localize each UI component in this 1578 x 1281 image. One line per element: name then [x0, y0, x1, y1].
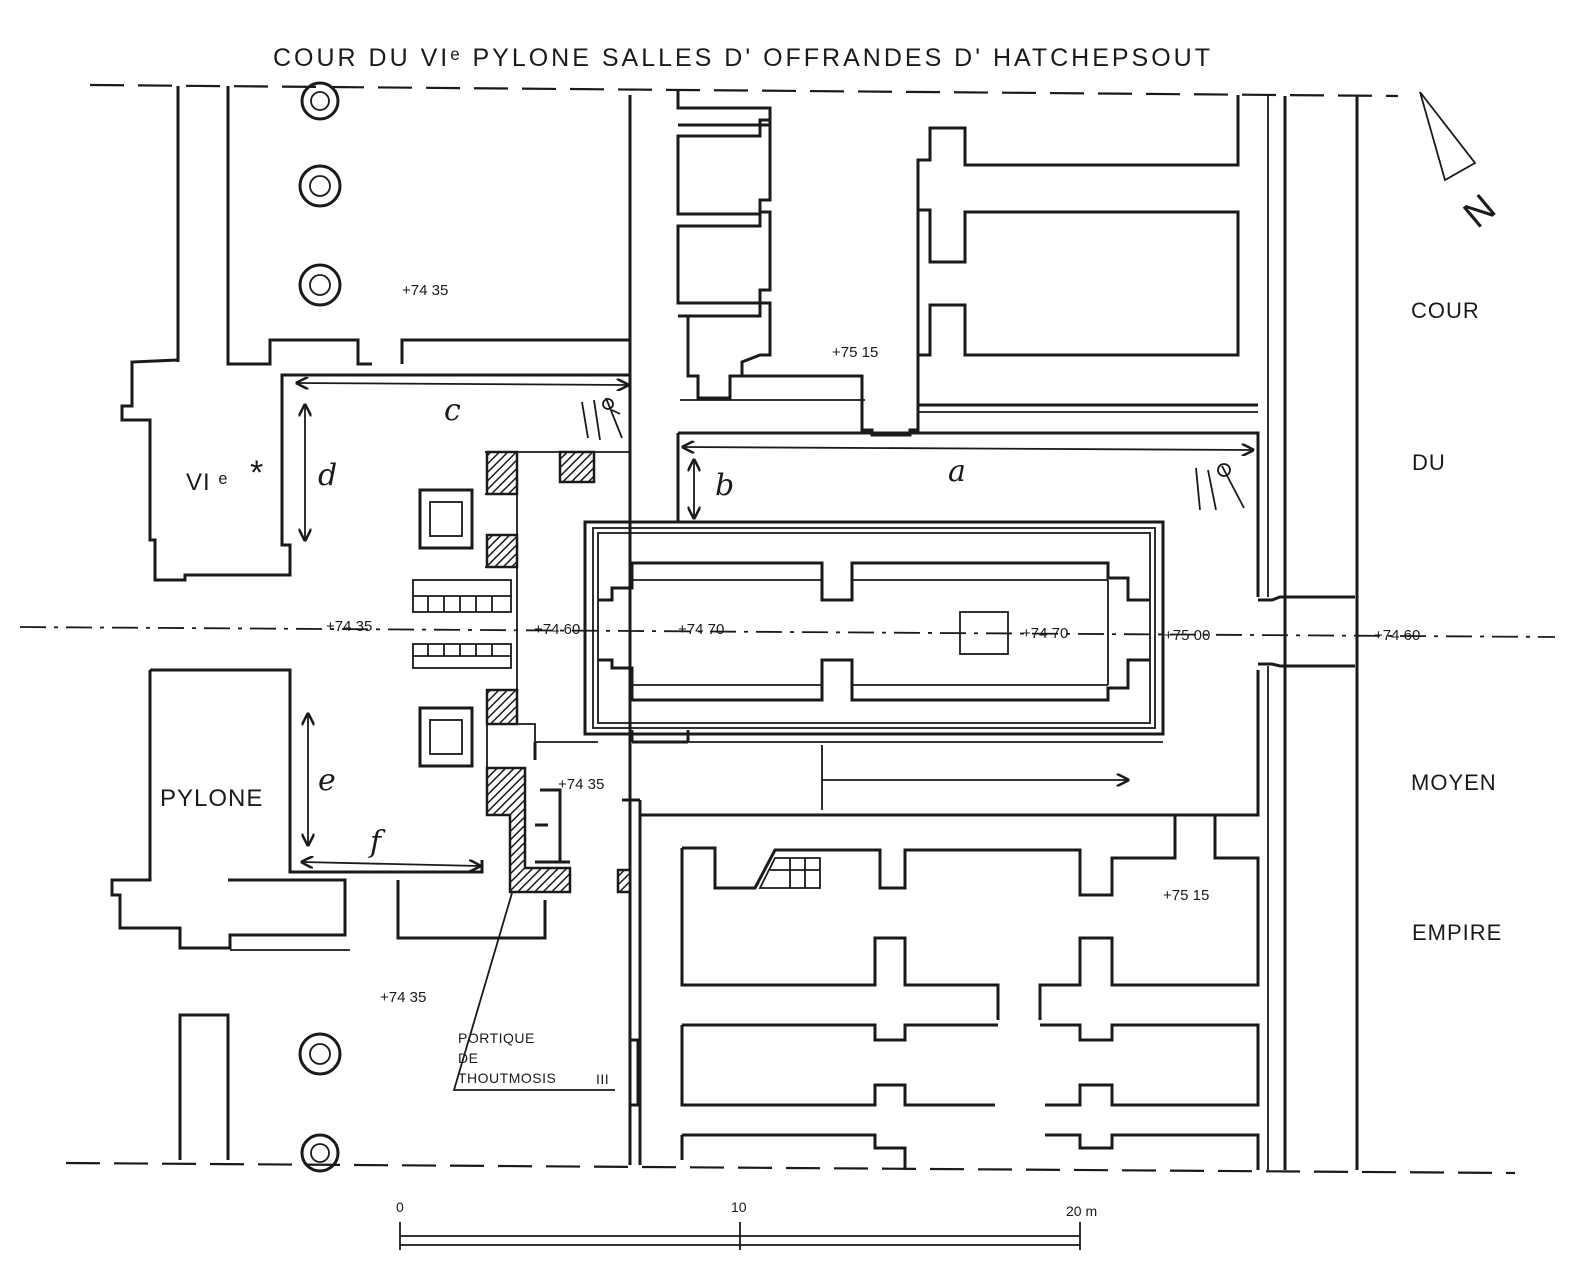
- right-label-moyen: MOYEN: [1411, 770, 1497, 795]
- dim-letter-d: d: [318, 458, 337, 493]
- column-bottom-1: [298, 1032, 342, 1076]
- portique-callout: PORTIQUE DE THOUTMOSIS: [452, 892, 615, 1091]
- dim-letter-b: b: [715, 468, 734, 503]
- label-vi: VI ᵉ: [186, 469, 228, 496]
- pylon-south-block: [110, 670, 347, 950]
- scale-tick-20: 20 m: [1066, 1203, 1097, 1219]
- south-offering-rooms: +75 15 +74 35: [380, 815, 1260, 1170]
- column-top-1: [300, 81, 340, 121]
- dim-arrow-c: [297, 383, 628, 385]
- dim-letter-a: a: [948, 454, 966, 489]
- elev-rooms-top: +75 15: [832, 344, 878, 361]
- temple-axis-line: [19, 626, 1556, 638]
- label-star: *: [250, 454, 263, 492]
- vestibule: [412, 450, 630, 894]
- pylon-north-block: [120, 358, 632, 582]
- elev-axis-sanct2: +74 70: [1022, 625, 1068, 642]
- hatched-pillar-4: [485, 688, 519, 726]
- north-arrow-icon: N: [1419, 91, 1504, 237]
- hieroglyph-icon: [581, 397, 1245, 511]
- sixth-pylon-court: VI ᵉ * PYLONE: [110, 81, 632, 1173]
- elev-axis-left: +74 35: [326, 618, 372, 635]
- scale-bar: 0 10 20 m: [396, 1199, 1097, 1250]
- elev-axis-right: +74 60: [1374, 627, 1420, 644]
- hatched-door-jamb: [616, 868, 632, 894]
- elev-rooms-bottom: +75 15: [1163, 887, 1209, 904]
- right-label-empire: EMPIRE: [1412, 920, 1502, 945]
- east-walls: III COUR DU MOYEN EMPIRE: [596, 95, 1502, 1170]
- pedestal-south: [418, 706, 474, 768]
- column-top-3: [298, 263, 342, 307]
- hatched-pillar-2: [558, 450, 596, 484]
- elev-axis-door: +75 00: [1164, 627, 1210, 644]
- plan-title: COUR DU VIᵉ PYLONE SALLES D' OFFRANDES D…: [273, 44, 1213, 72]
- sanctuary-block: +74 35 +74 60 +74 70 +74 70 +75 00 +74 6…: [326, 397, 1420, 817]
- dim-arrow-a: [683, 447, 1253, 450]
- portique-label-1: PORTIQUE: [458, 1030, 535, 1046]
- dim-letter-e: e: [318, 763, 336, 798]
- label-pylone: PYLONE: [160, 785, 263, 812]
- right-label-cour: COUR: [1411, 298, 1480, 323]
- svg-text:N: N: [1456, 187, 1504, 237]
- hatched-portico-wall: [485, 766, 572, 894]
- scale-tick-0: 0: [396, 1199, 404, 1215]
- elev-corridor: +74 35: [558, 776, 604, 793]
- pedestal-north: [418, 488, 474, 550]
- dim-letter-f: f: [368, 825, 386, 860]
- elev-axis-sanct1: +74 70: [678, 621, 724, 638]
- portique-label-2: DE: [458, 1050, 478, 1066]
- elev-axis-step: +74 60: [534, 621, 580, 638]
- bottom-boundary-line: [65, 1161, 1516, 1175]
- dim-letter-c: c: [444, 393, 461, 428]
- top-boundary-line: [89, 83, 1399, 98]
- scale-tick-10: 10: [731, 1199, 747, 1215]
- portique-label-3: THOUTMOSIS: [458, 1070, 556, 1086]
- elev-court-bottom: +74 35: [380, 989, 426, 1006]
- hatched-pillar-3: [485, 533, 519, 569]
- portique-mark: III: [596, 1071, 609, 1087]
- column-top-2: [298, 164, 342, 208]
- right-label-du: DU: [1412, 450, 1446, 475]
- dimension-arrows: a b c d e f: [297, 383, 1253, 866]
- stair-icon: [758, 857, 821, 889]
- elev-court-top: +74 35: [402, 282, 448, 299]
- sanctuary-altar-base: [959, 611, 1009, 655]
- column-bottom-2: [300, 1133, 340, 1173]
- hatched-pillar-1: [485, 450, 519, 496]
- north-offering-rooms: +75 15 +74 35: [402, 90, 1258, 437]
- dim-arrow-f: [302, 862, 480, 866]
